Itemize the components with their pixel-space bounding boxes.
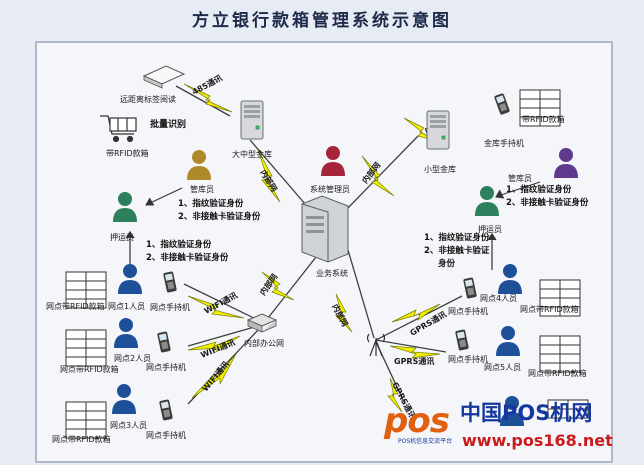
link-label-gprs-2: GPRS通讯: [394, 356, 434, 366]
branch-rfid-box-3-label: 网点带RFID款箱: [52, 434, 111, 444]
exchange-arrow-left: [145, 187, 183, 206]
auth-step1-escort-left: 1、指纹验证身份: [146, 239, 212, 250]
branch-handheld-5-label: 网点手持机: [448, 354, 488, 364]
branch-rfid-box-5-label: 网点带RFID款箱: [528, 368, 587, 378]
branch-handheld-4-label: 网点手持机: [448, 306, 488, 316]
branch-person-2-label: 网点2人员: [114, 354, 151, 363]
branch-person-3-label: 网点3人员: [110, 421, 147, 430]
branch-rfid-box-2-icon-2: [65, 347, 107, 367]
watermark-logo: pos: [383, 401, 450, 441]
rfid-reader-label: 远距离标签阅读: [120, 94, 176, 104]
branch-person-5-label: 网点5人员: [484, 363, 521, 372]
internal-office-net-label: 内部办公网: [244, 338, 284, 348]
business-system-label: 业务系统: [316, 268, 348, 278]
auth-step2-keeper-left: 2、非接触卡验证身份: [178, 211, 261, 222]
large-vault-server-icon: [240, 100, 264, 140]
cart-icon: [100, 115, 137, 143]
branch-rfid-box-3-icon: [65, 401, 107, 421]
branch-handheld-2-label: 网点手持机: [146, 362, 186, 372]
lightning-links: [183, 83, 441, 413]
page-title: 方立银行款箱管理系统示意图: [192, 10, 452, 31]
branch-person-4-label: 网点4人员: [480, 294, 517, 303]
rfid-box-top-right-icon: [519, 89, 561, 109]
rfid-box-top-right-label: 带RFID款箱: [522, 114, 565, 124]
auth-step1-keeper-right: 1、指纹验证身份: [506, 184, 572, 195]
auth-step2-keeper-right: 2、非接触卡验证身份: [506, 197, 589, 208]
connection-lines: [175, 85, 463, 405]
small-vault-label: 小型金库: [424, 164, 456, 174]
branch-handheld-1-label: 网点手持机: [150, 302, 190, 312]
watermark: pos 中国POS机网 www.pos168.net POS机信息交流平台: [383, 401, 613, 450]
down-arrow-right: [487, 232, 497, 270]
watermark-brand: 中国POS机网: [460, 401, 592, 425]
escort-right-label: 押运员: [478, 224, 502, 234]
small-vault-server-icon: [426, 110, 450, 150]
office-router-icon: [246, 313, 278, 333]
branch-rfid-box-2-label: 网点带RFID款箱: [60, 364, 119, 374]
auth-step2a-escort-right: 2、非接触卡验证: [424, 245, 490, 256]
auth-step1-keeper-left: 1、指纹验证身份: [178, 198, 244, 209]
vault-handheld-label: 金库手持机: [484, 138, 524, 148]
branch-rfid-box-1-label: 网点带RFID款箱: [46, 301, 105, 311]
branch-person-1-label: 网点1人员: [108, 302, 145, 311]
system-admin-label: 系统管理员: [310, 184, 350, 194]
auth-step1-escort-right: 1、指纹验证身份: [424, 232, 490, 243]
branch-rfid-box-2-icon: [65, 329, 107, 349]
down-arrow-left: [125, 230, 135, 264]
vault-keeper-left-label: 管库员: [190, 184, 214, 194]
watermark-tagline: POS机信息交流平台: [398, 437, 452, 445]
business-system-server-icon: [301, 195, 349, 263]
vault-keeper-right-label: 管库员: [508, 173, 532, 183]
gprs-antenna-icon: [366, 333, 386, 357]
watermark-url: www.pos168.net: [462, 431, 613, 450]
cart-rfid-label: 带RFID款箱: [106, 148, 149, 158]
branch-handheld-3-label: 网点手持机: [146, 430, 186, 440]
escort-left-label: 押运员: [110, 232, 134, 242]
branch-rfid-box-5-icon: [539, 335, 581, 355]
rfid-reader-icon: [142, 65, 186, 89]
branch-rfid-box-1-icon: [65, 271, 107, 291]
large-vault-label: 大中型金库: [232, 149, 272, 159]
branch-rfid-box-4-icon: [539, 279, 581, 299]
branch-rfid-box-4-label: 网点带RFID款箱: [520, 304, 579, 314]
auth-step2-escort-left: 2、非接触卡验证身份: [146, 252, 229, 263]
auth-step2b-escort-right: 身份: [437, 258, 456, 269]
batch-identify-label: 批量识别: [150, 118, 186, 130]
exchange-arrow-right: [495, 181, 541, 199]
